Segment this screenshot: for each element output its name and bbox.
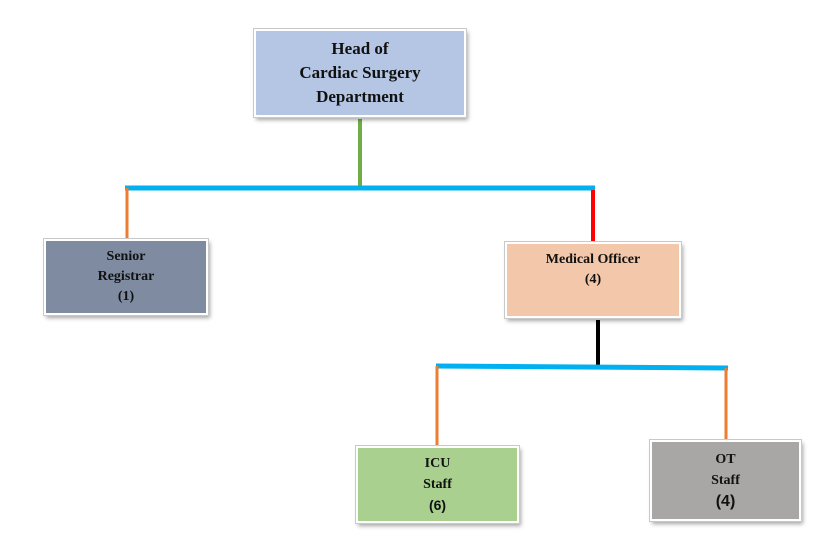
ot-count: (4): [715, 493, 736, 510]
icu-count: (6): [428, 497, 447, 513]
head-of-department-box: Head of Cardiac Surgery Department: [253, 28, 467, 118]
head-line-1: Head of: [331, 39, 389, 58]
ot-line-1: OT: [715, 452, 736, 467]
senior-line-2: Registrar: [97, 269, 155, 284]
senior-count: (1): [117, 289, 135, 304]
head-line-3: Department: [316, 87, 404, 106]
icu-line-2: Staff: [423, 477, 452, 492]
icu-line-1: ICU: [424, 456, 451, 471]
senior-line-1: Senior: [106, 249, 146, 264]
senior-registrar-box: Senior Registrar (1): [43, 238, 209, 316]
icu-staff-box: ICU Staff (6): [355, 445, 520, 524]
ot-staff-box: OT Staff (4): [649, 439, 802, 522]
mo-count: (4): [584, 272, 602, 287]
head-line-2: Cardiac Surgery: [299, 63, 421, 82]
bottom-bus-line: [435, 363, 729, 371]
ot-line-2: Staff: [711, 473, 740, 488]
mo-line-1: Medical Officer: [545, 252, 641, 267]
medical-officer-box: Medical Officer (4): [504, 241, 682, 319]
